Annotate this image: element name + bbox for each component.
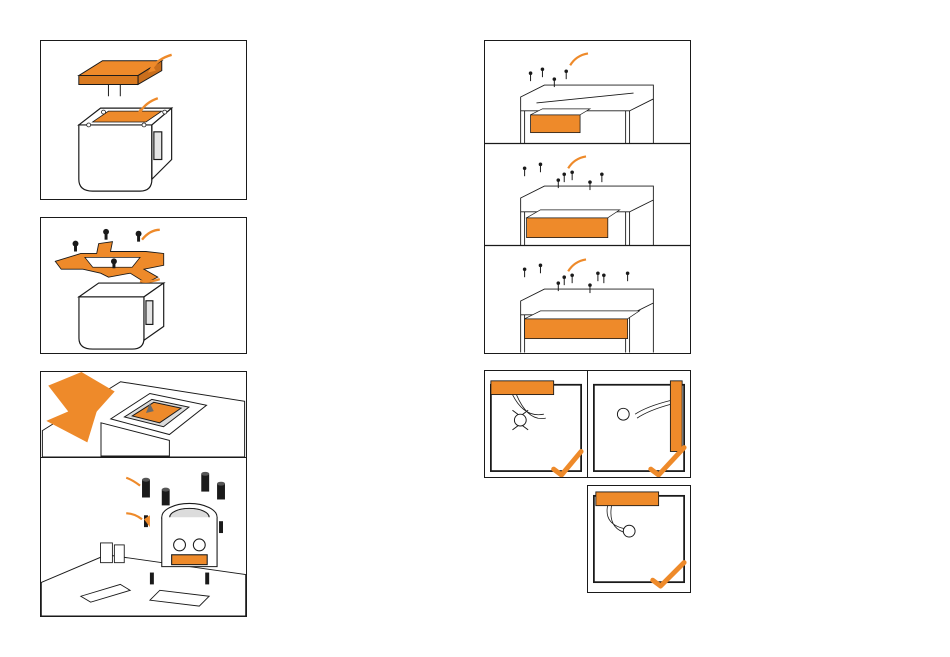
radiator-240: [527, 218, 608, 238]
screws: [529, 67, 568, 87]
step-cpu-panel: [40, 371, 247, 458]
radiator-360: [525, 319, 628, 339]
step-standoffs-panel: [40, 457, 247, 617]
pump-cover-illustration: [41, 41, 246, 199]
step-remove-cover-panel: [40, 40, 247, 200]
cpu-socket-illustration: [41, 372, 246, 457]
pump-block: [79, 283, 164, 349]
cpu-block: [162, 503, 217, 566]
radiator-mount-illustrations: [485, 41, 690, 353]
orientation-alt-panel: [587, 485, 691, 593]
step-radiator-panel: [484, 40, 691, 354]
orientation-front-illustration: [588, 371, 690, 477]
orientation-top-panel: [484, 370, 588, 478]
motherboard-standoffs-illustration: [41, 458, 246, 616]
cooler-cover: [79, 61, 162, 97]
cpu-block: [623, 525, 635, 537]
orientation-alt-illustration: [588, 486, 690, 592]
radiator: [670, 381, 682, 452]
callout-arrows: [126, 478, 142, 519]
radiator-120: [531, 115, 581, 133]
radiator: [596, 492, 659, 506]
orientation-top-illustration: [485, 371, 587, 477]
cpu-block: [617, 408, 629, 420]
radiator: [491, 381, 554, 395]
bracket-illustration: [41, 218, 246, 353]
step-bracket-panel: [40, 217, 247, 354]
cpu-block: [512, 410, 528, 430]
screws: [523, 264, 630, 294]
orientation-front-panel: [587, 370, 691, 478]
